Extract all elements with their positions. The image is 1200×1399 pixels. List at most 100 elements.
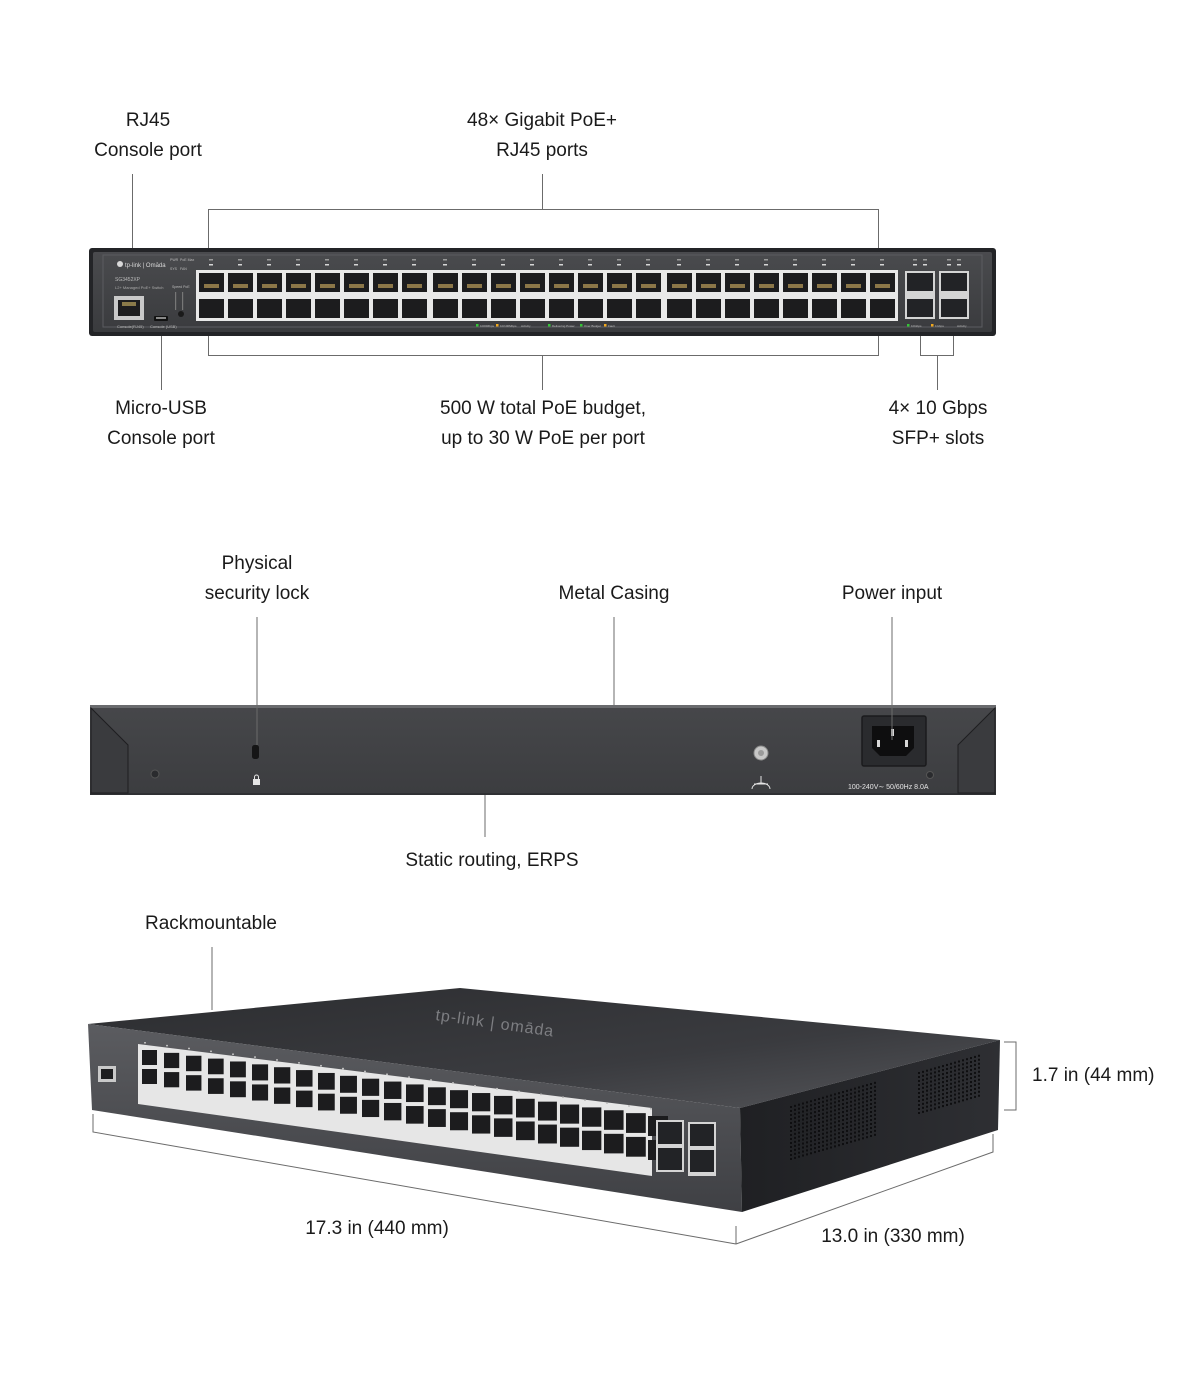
callout-security-lock: Physical security lock <box>204 553 310 604</box>
vent-hole <box>942 1105 944 1108</box>
vent-hole <box>874 1097 876 1100</box>
vent-hole <box>854 1139 856 1142</box>
vent-hole <box>918 1080 920 1082</box>
vent-hole <box>954 1065 956 1068</box>
port-led <box>354 259 358 261</box>
angled-rj45-port <box>340 1096 357 1114</box>
rj45-port-31 <box>636 273 661 292</box>
angled-rj45-port <box>406 1084 424 1103</box>
vent-hole <box>942 1065 944 1068</box>
vent-hole <box>842 1119 844 1122</box>
vent-hole <box>926 1101 928 1104</box>
rj45-port-37 <box>725 273 750 292</box>
vent-hole <box>814 1147 816 1150</box>
rj45-port-3 <box>228 273 253 292</box>
vent-hole <box>974 1063 976 1066</box>
vent-hole <box>798 1131 800 1134</box>
vent-hole <box>870 1131 872 1133</box>
port-led <box>559 264 563 266</box>
vent-hole <box>978 1074 980 1077</box>
vent-hole <box>830 1146 832 1149</box>
vent-hole <box>874 1109 876 1112</box>
port-led <box>474 1085 476 1087</box>
vent-hole <box>802 1102 804 1105</box>
vent-hole <box>926 1093 928 1096</box>
bracket-poe-bottom <box>208 355 879 356</box>
vent-hole <box>798 1147 800 1150</box>
vent-hole <box>874 1093 876 1096</box>
bracket-poe-bottom-right <box>878 318 879 355</box>
vent-hole <box>850 1100 852 1103</box>
vent-hole <box>790 1138 792 1140</box>
vent-hole <box>938 1094 940 1097</box>
port-led <box>617 264 621 266</box>
vent-hole <box>838 1124 840 1127</box>
angled-sfp-slot <box>658 1148 682 1170</box>
vent-hole <box>854 1123 856 1126</box>
micro-usb-console-port: Console (USB) <box>150 316 177 329</box>
vent-hole <box>974 1059 976 1062</box>
vent-hole <box>922 1102 924 1105</box>
legend-led <box>604 324 607 327</box>
vent-hole <box>950 1082 952 1085</box>
vent-hole <box>806 1121 808 1124</box>
vent-hole <box>934 1107 936 1110</box>
rj45-port-6 <box>257 299 282 318</box>
vent-hole <box>866 1104 868 1107</box>
vent-hole <box>950 1078 952 1081</box>
vent-hole <box>870 1107 872 1109</box>
port-led <box>383 259 387 261</box>
vent-hole <box>950 1086 952 1089</box>
vent-hole <box>834 1145 836 1148</box>
vent-hole <box>814 1151 816 1154</box>
vent-hole <box>790 1110 792 1112</box>
vent-hole <box>950 1090 952 1093</box>
vent-hole <box>826 1115 828 1118</box>
vent-hole <box>970 1065 972 1068</box>
vent-hole <box>874 1101 876 1104</box>
vent-hole <box>842 1099 844 1102</box>
port-led <box>588 264 592 266</box>
vent-hole <box>962 1095 964 1098</box>
bracket-poe-bottom-left <box>208 318 209 355</box>
vent-hole <box>862 1117 864 1120</box>
vent-hole <box>810 1116 812 1119</box>
port-contacts <box>730 284 745 288</box>
vent-hole <box>846 1137 848 1140</box>
leader-line-gigabit <box>542 174 543 209</box>
vent-hole <box>818 1105 820 1108</box>
vent-hole <box>814 1119 816 1122</box>
vent-hole <box>814 1135 816 1138</box>
vent-hole <box>794 1140 796 1143</box>
port-led <box>851 259 855 261</box>
vent-hole <box>934 1099 936 1102</box>
port-contacts <box>349 284 364 288</box>
legend-led <box>580 324 583 327</box>
port-led <box>677 259 681 261</box>
vent-hole <box>842 1111 844 1114</box>
vent-hole <box>926 1097 928 1100</box>
vent-hole <box>802 1150 804 1153</box>
angled-rj45-port <box>604 1133 624 1154</box>
vent-hole <box>830 1130 832 1133</box>
ground-icon <box>751 776 771 790</box>
rj45-port-48 <box>870 299 895 318</box>
vent-hole <box>862 1105 864 1108</box>
vent-hole <box>798 1155 800 1158</box>
vent-hole <box>962 1063 964 1066</box>
rj45-port-29 <box>607 273 632 292</box>
vent-hole <box>802 1122 804 1125</box>
port-led <box>650 1108 652 1110</box>
vent-hole <box>818 1101 820 1104</box>
vent-hole <box>826 1099 828 1102</box>
angled-rj45-port <box>252 1084 269 1101</box>
vent-hole <box>794 1152 796 1155</box>
port-led <box>735 259 739 261</box>
port-led <box>276 1059 278 1061</box>
vent-hole <box>858 1118 860 1121</box>
vent-hole <box>822 1100 824 1103</box>
vent-hole <box>958 1072 960 1075</box>
vent-hole <box>798 1151 800 1154</box>
vent-hole <box>934 1095 936 1098</box>
vent-hole <box>846 1117 848 1120</box>
